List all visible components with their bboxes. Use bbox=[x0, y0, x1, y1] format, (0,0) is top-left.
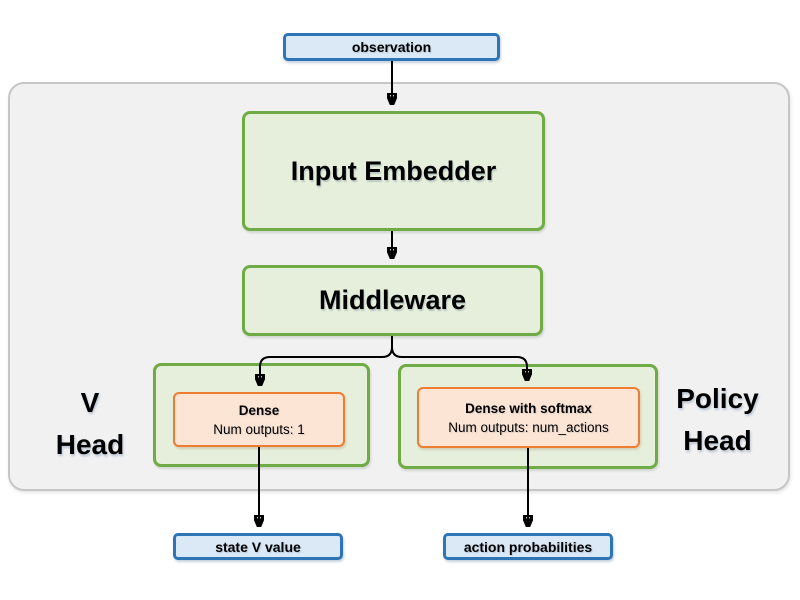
input-embedder-label: Input Embedder bbox=[290, 155, 497, 186]
action-probabilities-node: action probabilities bbox=[443, 533, 613, 560]
dense-softmax-node: Dense with softmax Num outputs: num_acti… bbox=[417, 387, 640, 448]
policy-head-label-line2: Head bbox=[683, 425, 752, 456]
dense-subtitle: Num outputs: 1 bbox=[213, 421, 305, 437]
v-head-label: V Head bbox=[30, 382, 150, 466]
dense-node: Dense Num outputs: 1 bbox=[173, 392, 345, 447]
observation-label: observation bbox=[351, 39, 432, 55]
observation-node: observation bbox=[283, 33, 500, 61]
v-head-label-line2: Head bbox=[55, 429, 125, 460]
dense-softmax-title: Dense with softmax bbox=[465, 400, 592, 416]
dense-title: Dense bbox=[238, 402, 280, 418]
middleware-node: Middleware bbox=[242, 265, 543, 336]
state-v-value-node: state V value bbox=[173, 533, 343, 560]
policy-head-label: Policy Head bbox=[650, 378, 785, 462]
dense-softmax-subtitle: Num outputs: num_actions bbox=[448, 419, 609, 435]
middleware-label: Middleware bbox=[318, 285, 467, 315]
policy-head-label-line1: Policy bbox=[676, 383, 759, 414]
input-embedder-node: Input Embedder bbox=[242, 111, 545, 231]
action-probabilities-label: action probabilities bbox=[463, 538, 593, 555]
state-v-value-label: state V value bbox=[215, 538, 301, 555]
v-head-label-line1: V bbox=[80, 387, 100, 418]
